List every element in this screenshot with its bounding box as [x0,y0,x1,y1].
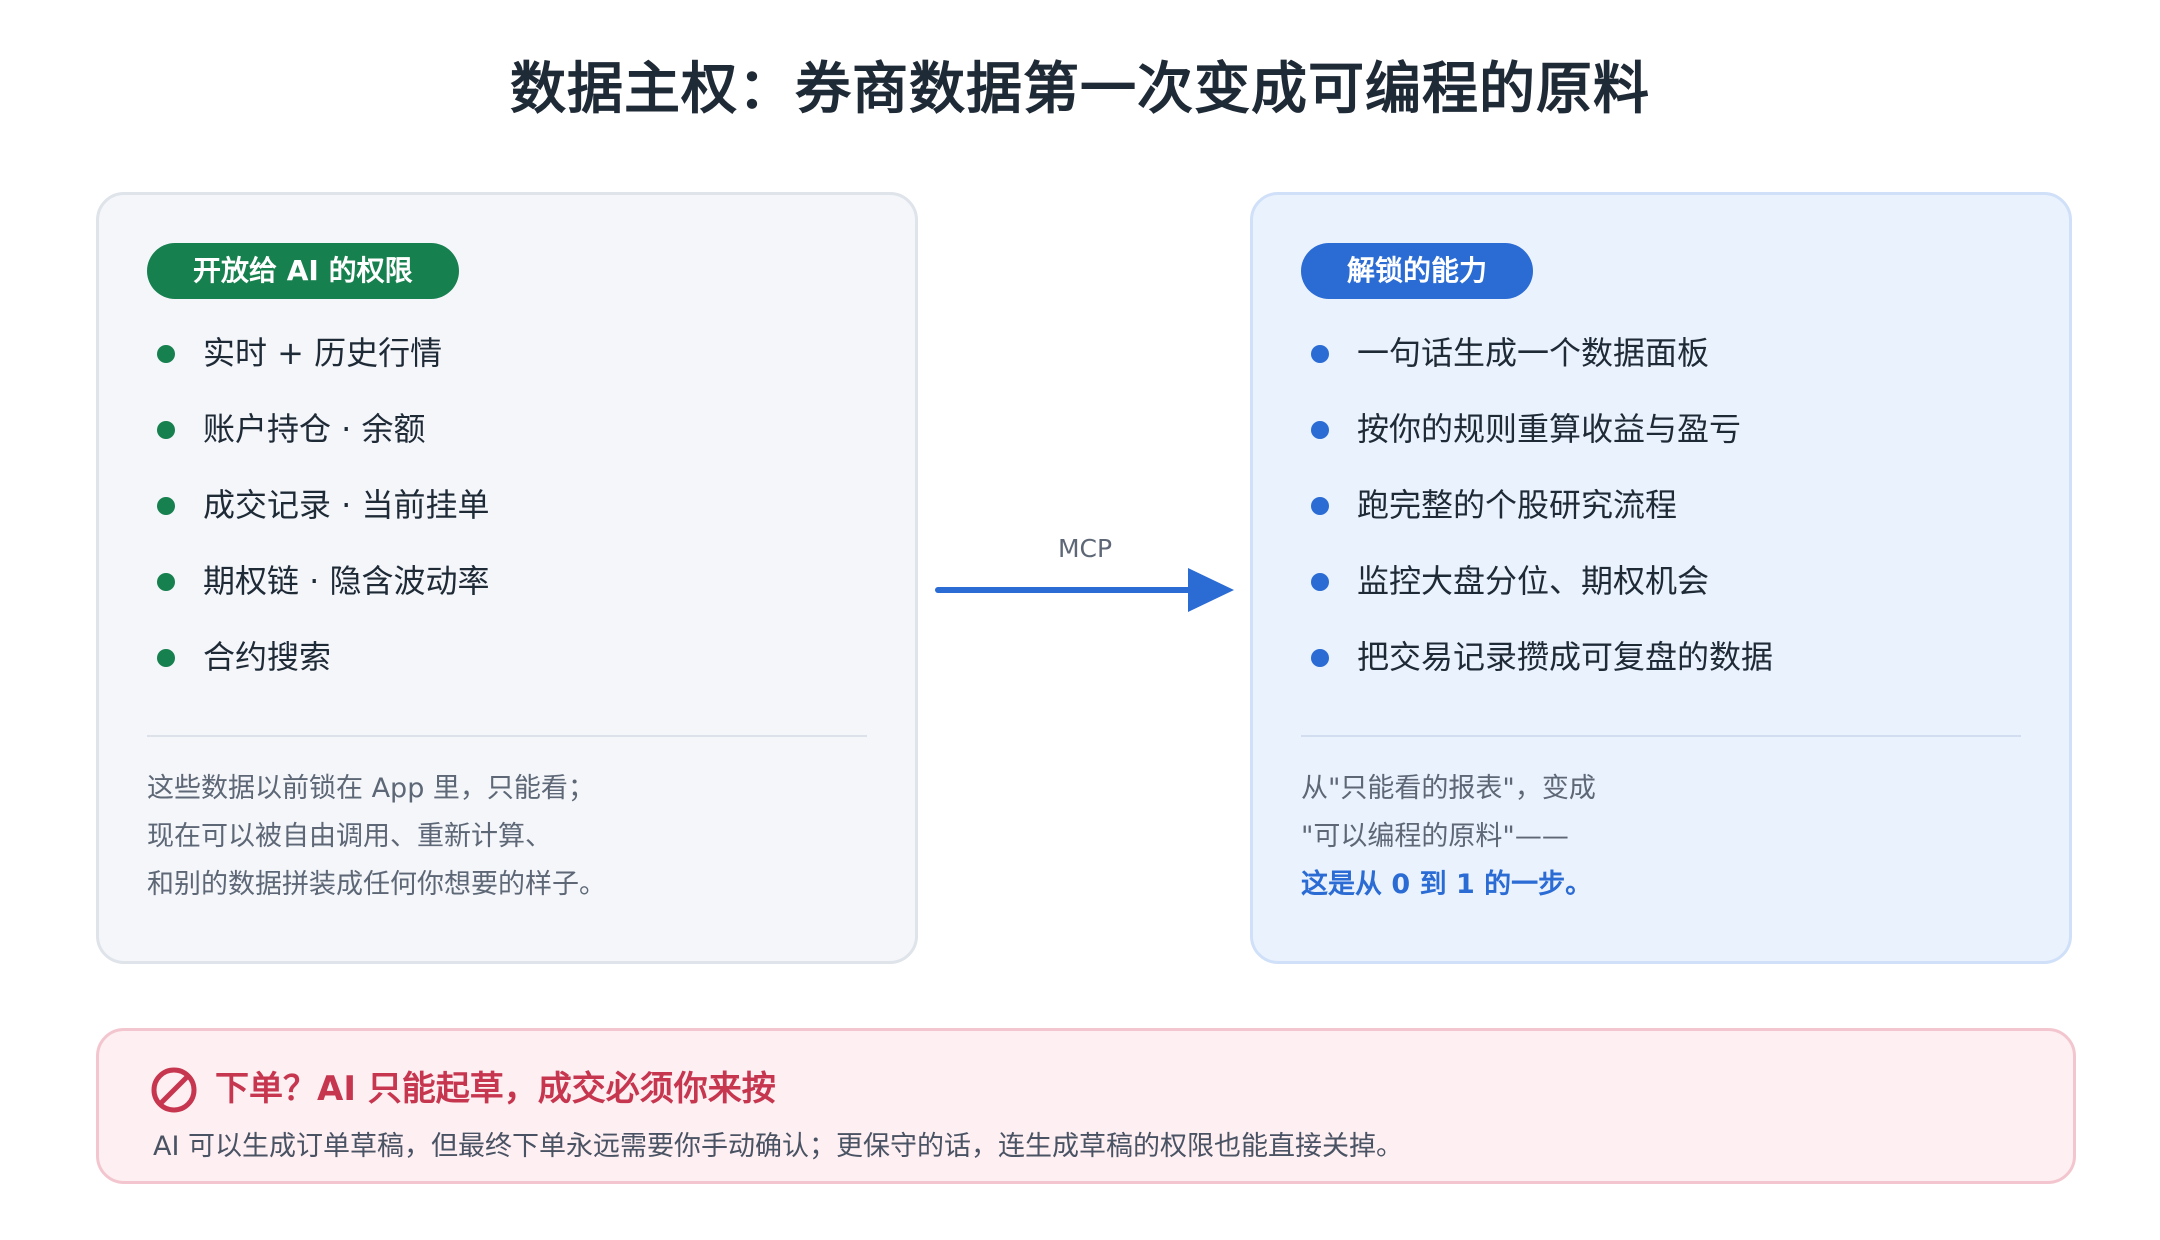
divider [1301,735,2021,737]
permissions-list: 实时 + 历史行情 账户持仓 · 余额 成交记录 · 当前挂单 期权链 · 隐含… [147,315,490,695]
warning-title: 下单？AI 只能起草，成交必须你来按 [215,1069,776,1109]
bullet-icon [157,649,175,667]
bullet-icon [1311,345,1329,363]
list-item: 账户持仓 · 余额 [147,391,490,467]
capabilities-list: 一句话生成一个数据面板 按你的规则重算收益与盈亏 跑完整的个股研究流程 监控大盘… [1301,315,1773,695]
list-item: 监控大盘分位、期权机会 [1301,543,1773,619]
list-item-label: 账户持仓 · 余额 [203,410,426,448]
permissions-badge: 开放给 AI 的权限 [147,243,459,299]
connector-label: MCP [1057,534,1113,563]
bullet-icon [157,573,175,591]
list-item-label: 把交易记录攒成可复盘的数据 [1357,638,1774,676]
note-line: 现在可以被自由调用、重新计算、 [147,821,552,852]
list-item-label: 实时 + 历史行情 [203,334,443,372]
list-item: 把交易记录攒成可复盘的数据 [1301,619,1773,695]
list-item-label: 按你的规则重算收益与盈亏 [1357,410,1742,448]
warning-text: AI 可以生成订单草稿，但最终下单永远需要你手动确认；更保守的话，连生成草稿的权… [153,1131,1404,1162]
list-item: 成交记录 · 当前挂单 [147,467,490,543]
note-line: 和别的数据拼装成任何你想要的样子。 [147,869,606,900]
permissions-note: 这些数据以前锁在 App 里，只能看； 现在可以被自由调用、重新计算、 和别的数… [147,765,867,909]
list-item-label: 期权链 · 隐含波动率 [203,562,490,600]
bullet-icon [1311,421,1329,439]
capabilities-note: 从"只能看的报表"，变成 "可以编程的原料"—— 这是从 0 到 1 的一步。 [1301,765,2021,909]
list-item: 一句话生成一个数据面板 [1301,315,1773,391]
note-line: 从"只能看的报表"，变成 [1301,773,1596,804]
list-item-label: 一句话生成一个数据面板 [1357,334,1710,372]
prohibited-icon [151,1067,197,1113]
page-title: 数据主权：券商数据第一次变成可编程的原料 [510,57,1650,122]
list-item: 按你的规则重算收益与盈亏 [1301,391,1773,467]
bullet-icon [1311,573,1329,591]
list-item-label: 成交记录 · 当前挂单 [203,486,490,524]
note-line: "可以编程的原料"—— [1301,821,1569,852]
bullet-icon [157,345,175,363]
permissions-card: 开放给 AI 的权限 实时 + 历史行情 账户持仓 · 余额 成交记录 · 当前… [96,192,918,964]
list-item: 期权链 · 隐含波动率 [147,543,490,619]
mcp-connector: MCP [930,520,1240,620]
note-line: 这些数据以前锁在 App 里，只能看； [147,773,595,804]
capabilities-badge: 解锁的能力 [1301,243,1534,299]
note-emphasis: 这是从 0 到 1 的一步。 [1301,869,1593,900]
order-warning-banner: 下单？AI 只能起草，成交必须你来按 AI 可以生成订单草稿，但最终下单永远需要… [96,1028,2076,1184]
list-item: 跑完整的个股研究流程 [1301,467,1773,543]
bullet-icon [157,497,175,515]
arrow-right-icon [935,568,1234,612]
bullet-icon [1311,497,1329,515]
list-item: 实时 + 历史行情 [147,315,490,391]
divider [147,735,867,737]
bullet-icon [1311,649,1329,667]
capabilities-card: 解锁的能力 一句话生成一个数据面板 按你的规则重算收益与盈亏 跑完整的个股研究流… [1250,192,2072,964]
list-item-label: 跑完整的个股研究流程 [1357,486,1678,524]
list-item-label: 合约搜索 [203,638,332,676]
list-item: 合约搜索 [147,619,490,695]
bullet-icon [157,421,175,439]
list-item-label: 监控大盘分位、期权机会 [1357,562,1710,600]
